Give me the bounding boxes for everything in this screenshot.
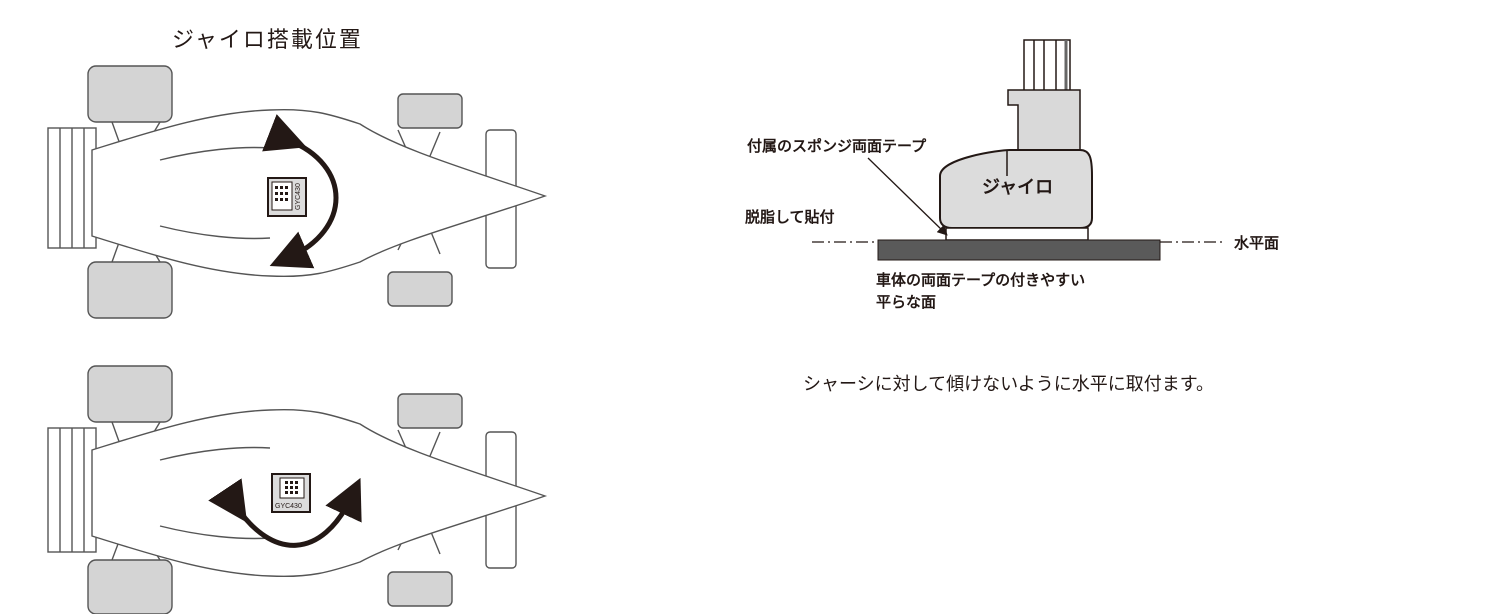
rotation-arrow-horizontal (208, 477, 362, 548)
degrease-label: 脱脂して貼付 (745, 208, 835, 226)
rear-wheel-right (87, 261, 173, 319)
gyro-connector (1007, 89, 1081, 151)
rotation-arrow-vertical (262, 114, 339, 269)
gyro-cable (1023, 39, 1071, 93)
car-body (91, 108, 548, 278)
gyro-label: ジャイロ (982, 177, 1054, 198)
front-wheel-left (397, 93, 463, 129)
chassis-surface (877, 239, 1161, 261)
car-top (47, 65, 548, 319)
front-wheel-left (397, 393, 463, 429)
gyro-bottom-unit: GYC430 (271, 473, 311, 513)
gyro-top-text: GYC430 (295, 183, 302, 210)
gyro-bottom-text: GYC430 (275, 503, 302, 510)
tape-label: 付属のスポンジ両面テープ (747, 137, 927, 155)
gyro-top-unit: GYC430 (267, 177, 307, 217)
level-label: 水平面 (1234, 234, 1280, 252)
car-body (91, 408, 548, 578)
section-title: ジャイロ搭載位置 (172, 28, 363, 53)
tape-leader (867, 157, 948, 236)
mounting-note: シャーシに対して傾けないように水平に取付ます。 (803, 374, 1214, 395)
rear-wheel-left (87, 65, 173, 123)
surface-label-line1: 車体の両面テープの付きやすい (876, 271, 1086, 289)
front-wheel-right (387, 571, 453, 607)
front-wheel-right (387, 271, 453, 307)
sponge-tape (945, 227, 1089, 241)
rear-wheel-right (87, 559, 173, 614)
rear-wheel-left (87, 365, 173, 423)
surface-label-line2: 平らな面 (876, 293, 937, 311)
